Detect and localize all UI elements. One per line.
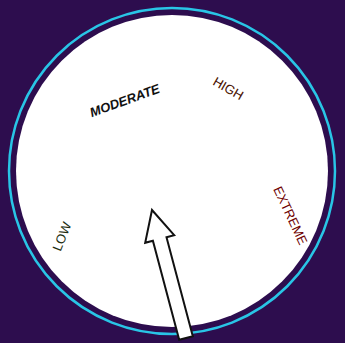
rating-label: MODERATE [88,81,161,118]
wedge-fill [165,0,345,300]
rating-label: HIGH [211,74,246,102]
wedge-fill [0,26,165,300]
rating-label: EXTREME [271,184,309,246]
pointer-arrow-shape [145,210,193,340]
rating-label: LOW [50,220,73,252]
wedge-fill [165,70,345,300]
